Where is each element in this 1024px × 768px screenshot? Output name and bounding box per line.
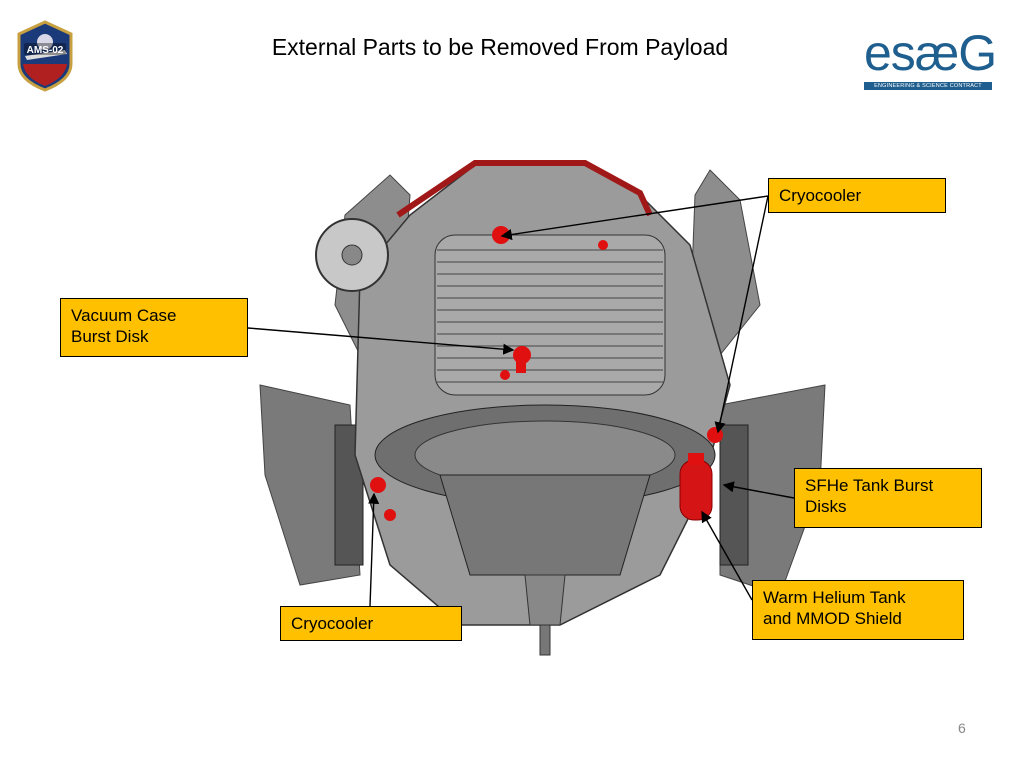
callout-cryocooler-top: Cryocooler bbox=[768, 178, 946, 213]
callout-label: SFHe Tank Burst bbox=[805, 476, 934, 495]
callout-label: Cryocooler bbox=[779, 186, 862, 205]
slide-title: External Parts to be Removed From Payloa… bbox=[271, 34, 729, 60]
callout-sfhe-tank-burst-disks: SFHe Tank Burst Disks bbox=[794, 468, 982, 528]
callout-vacuum-case-burst-disk: Vacuum Case Burst Disk bbox=[60, 298, 248, 357]
callout-label: Disks bbox=[805, 497, 847, 516]
page-number: 6 bbox=[958, 720, 966, 736]
sfhe-burst-disk-part bbox=[707, 427, 723, 443]
ams-02-mission-patch: AMS-02 bbox=[15, 20, 75, 92]
callout-label: Burst Disk bbox=[71, 327, 149, 346]
warm-helium-tank-part bbox=[679, 459, 713, 521]
esg-wordmark: esæG bbox=[864, 25, 997, 81]
callout-label: Cryocooler bbox=[291, 614, 374, 633]
esg-logo: esæG ENGINEERING & SCIENCE CONTRACT GROU… bbox=[860, 25, 997, 97]
esg-tagline: ENGINEERING & SCIENCE CONTRACT GROUP bbox=[864, 82, 992, 97]
cryocooler-top-part bbox=[492, 226, 510, 244]
callout-warm-helium-tank: Warm Helium Tank and MMOD Shield bbox=[752, 580, 964, 640]
callout-label: and MMOD Shield bbox=[763, 609, 902, 628]
patch-text: AMS-02 bbox=[27, 45, 64, 56]
callout-cryocooler-bottom: Cryocooler bbox=[280, 606, 462, 641]
callout-label: Warm Helium Tank bbox=[763, 588, 906, 607]
callout-label: Vacuum Case bbox=[71, 306, 177, 325]
cryocooler-bottom-part bbox=[370, 477, 386, 493]
